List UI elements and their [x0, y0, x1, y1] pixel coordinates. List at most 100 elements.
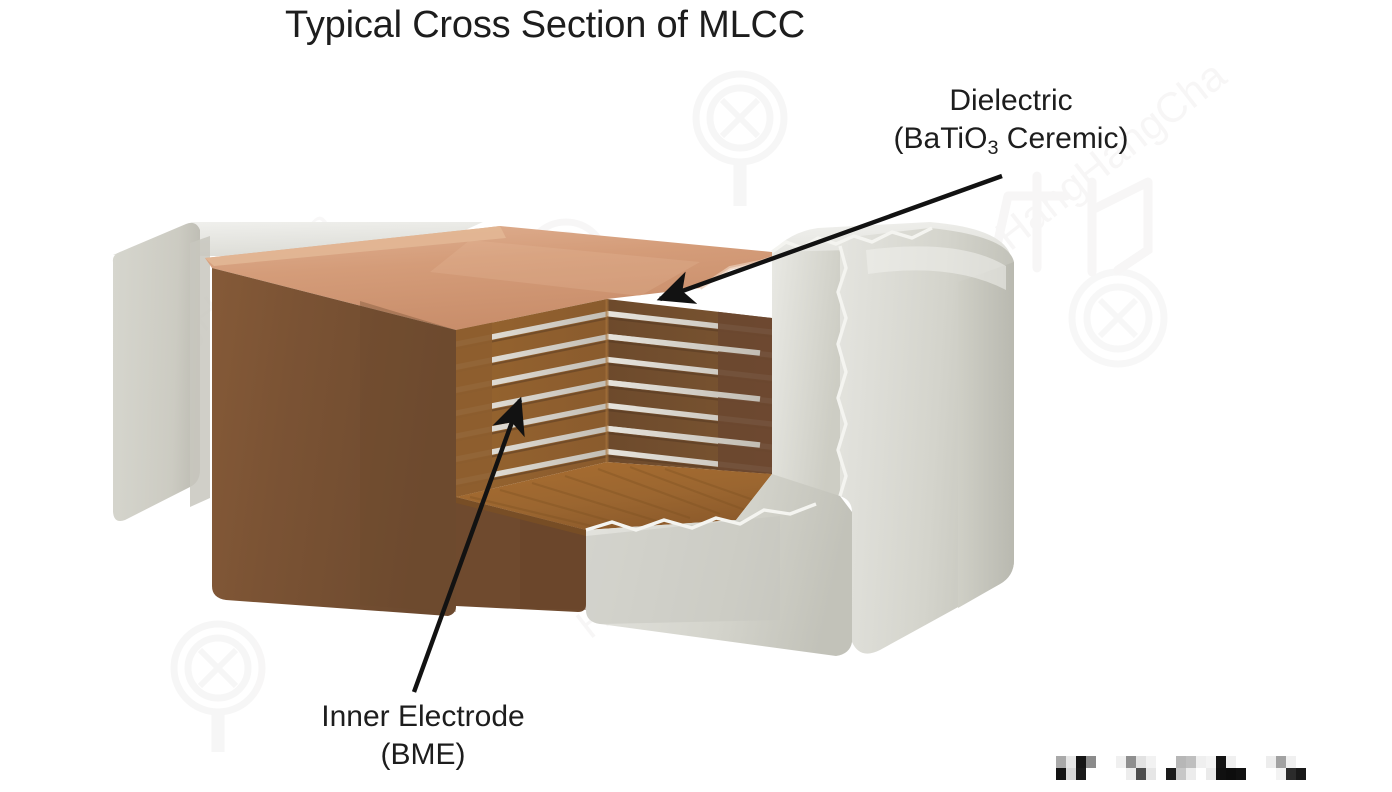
mosaic-cell — [1246, 744, 1256, 756]
mosaic-cell — [1076, 768, 1086, 780]
ceramic-body-top-sheen — [430, 240, 700, 296]
dielectric-callout-label: Dielectric (BaTiO3 Ceremic) — [846, 82, 1176, 159]
inner-electrode-label-line2: (BME) — [380, 738, 466, 772]
mosaic-cell — [1206, 768, 1216, 780]
dielectric-label-line1: Dielectric — [949, 84, 1073, 117]
mosaic-cell — [1186, 744, 1196, 756]
mosaic-cell — [1186, 756, 1196, 768]
mosaic-cell — [1136, 756, 1146, 768]
mosaic-cell — [1176, 768, 1186, 780]
mosaic-cell — [1276, 768, 1286, 780]
mosaic-cell — [1346, 744, 1356, 756]
cut-floor-front-edge — [456, 497, 586, 536]
mosaic-cell — [1046, 756, 1056, 768]
mosaic-cell — [1176, 756, 1186, 768]
watermark-logo-icon — [1068, 268, 1168, 368]
mosaic-cell — [1166, 756, 1176, 768]
inner-electrode-stack-left — [456, 310, 607, 497]
mosaic-cell — [1196, 768, 1206, 780]
right-termination-step-shade — [586, 516, 780, 624]
mosaic-cell — [1046, 768, 1056, 780]
mosaic-cell — [1266, 768, 1276, 780]
mosaic-cell — [1216, 744, 1226, 756]
mosaic-cell — [1066, 744, 1076, 756]
mosaic-cell — [1346, 768, 1356, 780]
right-termination-inner-wrap — [772, 244, 840, 500]
mosaic-cell — [1196, 744, 1206, 756]
mosaic-cell — [1156, 744, 1166, 756]
mosaic-cell — [1286, 768, 1296, 780]
mosaic-cell — [1066, 768, 1076, 780]
mosaic-cell — [1296, 768, 1306, 780]
mosaic-cell — [1136, 744, 1146, 756]
mosaic-cell — [1246, 768, 1256, 780]
right-termination-highlight — [866, 246, 1006, 290]
cut-floor — [456, 462, 772, 530]
mosaic-cell — [1096, 768, 1106, 780]
mosaic-cell — [1276, 744, 1286, 756]
mosaic-cell — [1326, 744, 1336, 756]
mosaic-cell — [1256, 768, 1266, 780]
mosaic-cell — [1266, 756, 1276, 768]
mlcc-component — [112, 222, 1014, 656]
mosaic-cell — [1206, 756, 1216, 768]
left-termination-edge — [190, 236, 210, 507]
mosaic-cell — [1286, 756, 1296, 768]
mosaic-cell — [1156, 756, 1166, 768]
mosaic-cell — [1246, 756, 1256, 768]
left-termination — [112, 222, 200, 521]
mosaic-cell — [1236, 744, 1246, 756]
mosaic-cell — [1086, 768, 1096, 780]
dielectric-callout-arrow — [656, 173, 1003, 304]
page-title: Typical Cross Section of MLCC — [284, 4, 806, 46]
pixelated-watermark-block — [1046, 744, 1366, 780]
mosaic-cell — [1206, 744, 1216, 756]
mosaic-cell — [1116, 744, 1126, 756]
right-termination-side — [958, 262, 1014, 608]
mosaic-cell — [1226, 756, 1236, 768]
mosaic-cell — [1116, 756, 1126, 768]
mosaic-cell — [1286, 744, 1296, 756]
mosaic-cell — [1086, 744, 1096, 756]
mosaic-cell — [1356, 744, 1366, 756]
cut-floor-striations — [469, 465, 763, 530]
inner-electrode-callout-arrow — [411, 396, 525, 693]
mosaic-cell — [1106, 756, 1116, 768]
inner-electrode-callout-label: Inner Electrode (BME) — [258, 698, 588, 775]
mosaic-cell — [1336, 744, 1346, 756]
mosaic-cell — [1096, 744, 1106, 756]
mosaic-cell — [1306, 744, 1316, 756]
inner-electrode-label-line1: Inner Electrode — [321, 700, 525, 733]
mosaic-cell — [1296, 756, 1306, 768]
mosaic-cell — [1056, 756, 1066, 768]
mosaic-cell — [1326, 756, 1336, 768]
mosaic-cell — [1156, 768, 1166, 780]
mosaic-cell — [1046, 744, 1056, 756]
mosaic-cell — [1166, 768, 1176, 780]
mosaic-cell — [1216, 768, 1226, 780]
mosaic-cell — [1236, 768, 1246, 780]
mosaic-cell — [1176, 744, 1186, 756]
watermark-logo-icon — [170, 620, 266, 752]
mosaic-cell — [1126, 744, 1136, 756]
mosaic-cell — [1126, 768, 1136, 780]
mosaic-cell — [1076, 744, 1086, 756]
watermark-logo-icon — [692, 70, 788, 206]
mosaic-cell — [1196, 756, 1206, 768]
mosaic-cell — [1146, 756, 1156, 768]
mosaic-cell — [1256, 744, 1266, 756]
mosaic-cell — [1126, 756, 1136, 768]
ceramic-body-front-lower-shade — [520, 513, 586, 610]
mosaic-cell — [1106, 768, 1116, 780]
ceramic-body-front — [212, 268, 456, 616]
mosaic-cell — [1066, 756, 1076, 768]
mosaic-cell — [1116, 768, 1126, 780]
mosaic-cell — [1056, 744, 1066, 756]
mosaic-cell — [1326, 768, 1336, 780]
mosaic-cell — [1296, 744, 1306, 756]
ceramic-body-top-highlight — [205, 226, 506, 266]
mosaic-cell — [1226, 744, 1236, 756]
mosaic-cell — [1096, 756, 1106, 768]
